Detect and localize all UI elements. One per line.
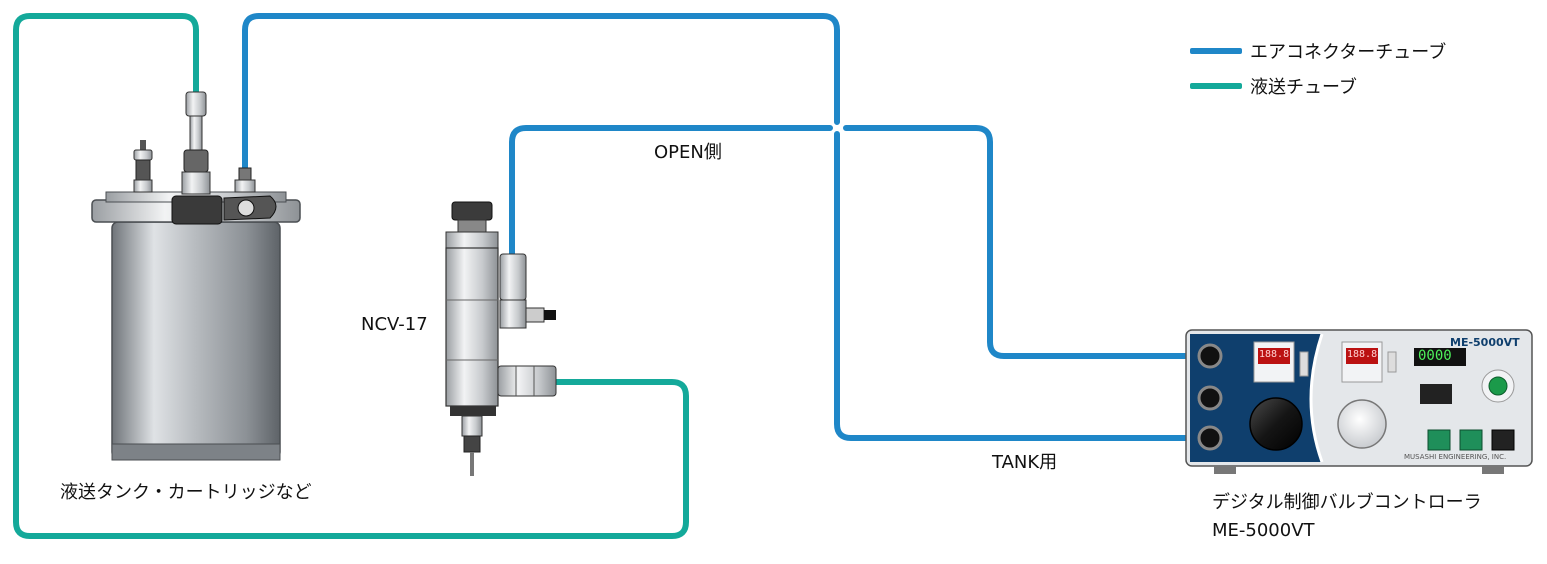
gauge-left-display: 188.8 — [1259, 349, 1290, 360]
legend-liquid-label: 液送チューブ — [1250, 77, 1357, 98]
gauge-right-display: 188.8 — [1347, 349, 1378, 360]
controller-maker-text: MUSASHI ENGINEERING, INC. — [1404, 453, 1507, 461]
legend-liquid-tube: 液送チューブ — [1190, 75, 1357, 98]
tank-label: 液送タンク・カートリッジなど — [60, 482, 312, 503]
valve-model-label: NCV-17 — [361, 314, 428, 335]
tank-use-label: TANK用 — [992, 452, 1058, 473]
legend-air-label: エアコネクターチューブ — [1250, 42, 1447, 63]
controller-brand-text: ME-5000VT — [1450, 336, 1520, 349]
air-tube-paths — [242, 13, 1207, 441]
air-tube-open — [509, 125, 1207, 359]
air-tube-tank — [242, 13, 1207, 441]
ncv17-valve — [445, 201, 557, 476]
legend-air-swatch — [1190, 48, 1242, 54]
pressure-tank — [91, 91, 301, 461]
controller-counter-text: 0000 — [1418, 348, 1452, 364]
liquid-tube-paths — [13, 13, 689, 539]
legend-air-tube: エアコネクターチューブ — [1190, 40, 1447, 63]
controller-label-line2: ME-5000VT — [1212, 520, 1315, 541]
legend-liquid-swatch — [1190, 83, 1242, 89]
controller-label-line1: デジタル制御バルブコントローラ — [1212, 492, 1482, 513]
open-side-label: OPEN側 — [654, 142, 722, 163]
liquid-tube-tank-loop — [13, 13, 689, 539]
controller-me5000vt — [1185, 329, 1533, 474]
